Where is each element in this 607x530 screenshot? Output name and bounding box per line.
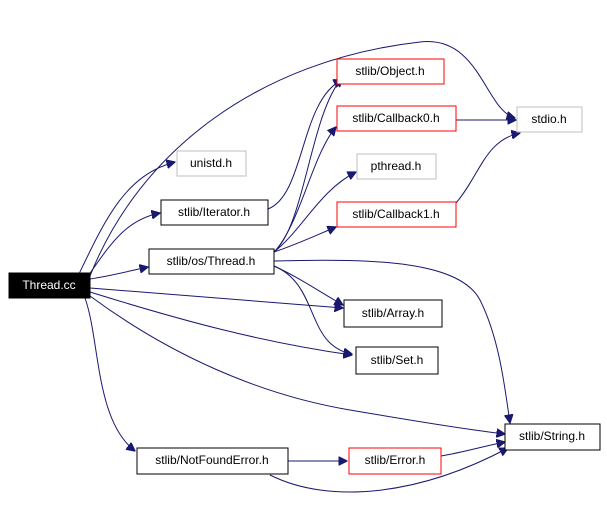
node-label: stlib/String.h — [519, 429, 585, 443]
node-object-h[interactable]: stlib/Object.h — [336, 58, 445, 85]
node-string-h[interactable]: stlib/String.h — [504, 423, 601, 451]
node-label: pthread.h — [371, 159, 422, 173]
edges — [77, 41, 520, 493]
edge-os-thread-h-to-string-h — [273, 259, 510, 423]
edge-os-thread-h-to-callback1-h — [273, 227, 336, 253]
edge-thread-cc-to-set-h — [89, 291, 352, 355]
node-label: stlib/os/Thread.h — [167, 254, 256, 268]
node-callback1-h[interactable]: stlib/Callback1.h — [336, 201, 457, 228]
node-iterator-h[interactable]: stlib/Iterator.h — [160, 199, 269, 226]
edge-notfounderror-h-to-string-h — [269, 448, 508, 493]
nodes: Thread.cc stdio.h unistd.h stlib/Iterato… — [8, 58, 601, 475]
node-label: stlib/Set.h — [371, 353, 424, 367]
edge-thread-cc-to-unistd-h — [77, 162, 175, 277]
node-thread-cc[interactable]: Thread.cc — [8, 272, 91, 299]
node-label: stlib/Array.h — [362, 306, 424, 320]
edge-os-thread-h-to-callback0-h — [273, 127, 336, 253]
edge-thread-cc-to-notfounderror-h — [84, 297, 135, 451]
node-callback0-h[interactable]: stlib/Callback0.h — [336, 105, 457, 132]
node-notfounderror-h[interactable]: stlib/NotFoundError.h — [136, 447, 289, 475]
node-label: stlib/Callback0.h — [352, 111, 439, 125]
node-error-h[interactable]: stlib/Error.h — [348, 447, 442, 475]
node-label: Thread.cc — [22, 278, 75, 292]
edge-error-h-to-string-h — [440, 442, 505, 457]
node-label: stlib/Iterator.h — [178, 205, 250, 219]
node-set-h[interactable]: stlib/Set.h — [355, 346, 439, 375]
node-unistd-h[interactable]: unistd.h — [176, 150, 247, 177]
node-os-thread-h[interactable]: stlib/os/Thread.h — [148, 248, 275, 275]
node-label: stdio.h — [531, 112, 566, 126]
node-label: stlib/NotFoundError.h — [155, 453, 268, 467]
edge-callback1-h-to-stdio-h — [455, 133, 520, 204]
edge-thread-cc-to-array-h — [89, 287, 343, 308]
node-label: stlib/Callback1.h — [352, 207, 439, 221]
edge-thread-cc-to-string-h — [89, 295, 505, 434]
edge-thread-cc-to-iterator-h — [87, 213, 160, 277]
node-stdio-h[interactable]: stdio.h — [516, 106, 583, 133]
node-label: stlib/Error.h — [365, 453, 426, 467]
node-pthread-h[interactable]: pthread.h — [356, 153, 437, 180]
node-label: unistd.h — [190, 156, 232, 170]
edge-thread-cc-to-os-thread-h — [89, 267, 148, 280]
edge-os-thread-h-to-set-h — [273, 265, 352, 354]
node-label: stlib/Object.h — [355, 64, 424, 78]
edge-os-thread-h-to-pthread-h — [273, 172, 356, 253]
edge-os-thread-h-to-object-h — [273, 78, 342, 253]
edge-thread-cc-to-stdio-h — [89, 41, 515, 277]
edge-iterator-h-to-object-h — [267, 80, 342, 210]
node-array-h[interactable]: stlib/Array.h — [343, 299, 443, 328]
